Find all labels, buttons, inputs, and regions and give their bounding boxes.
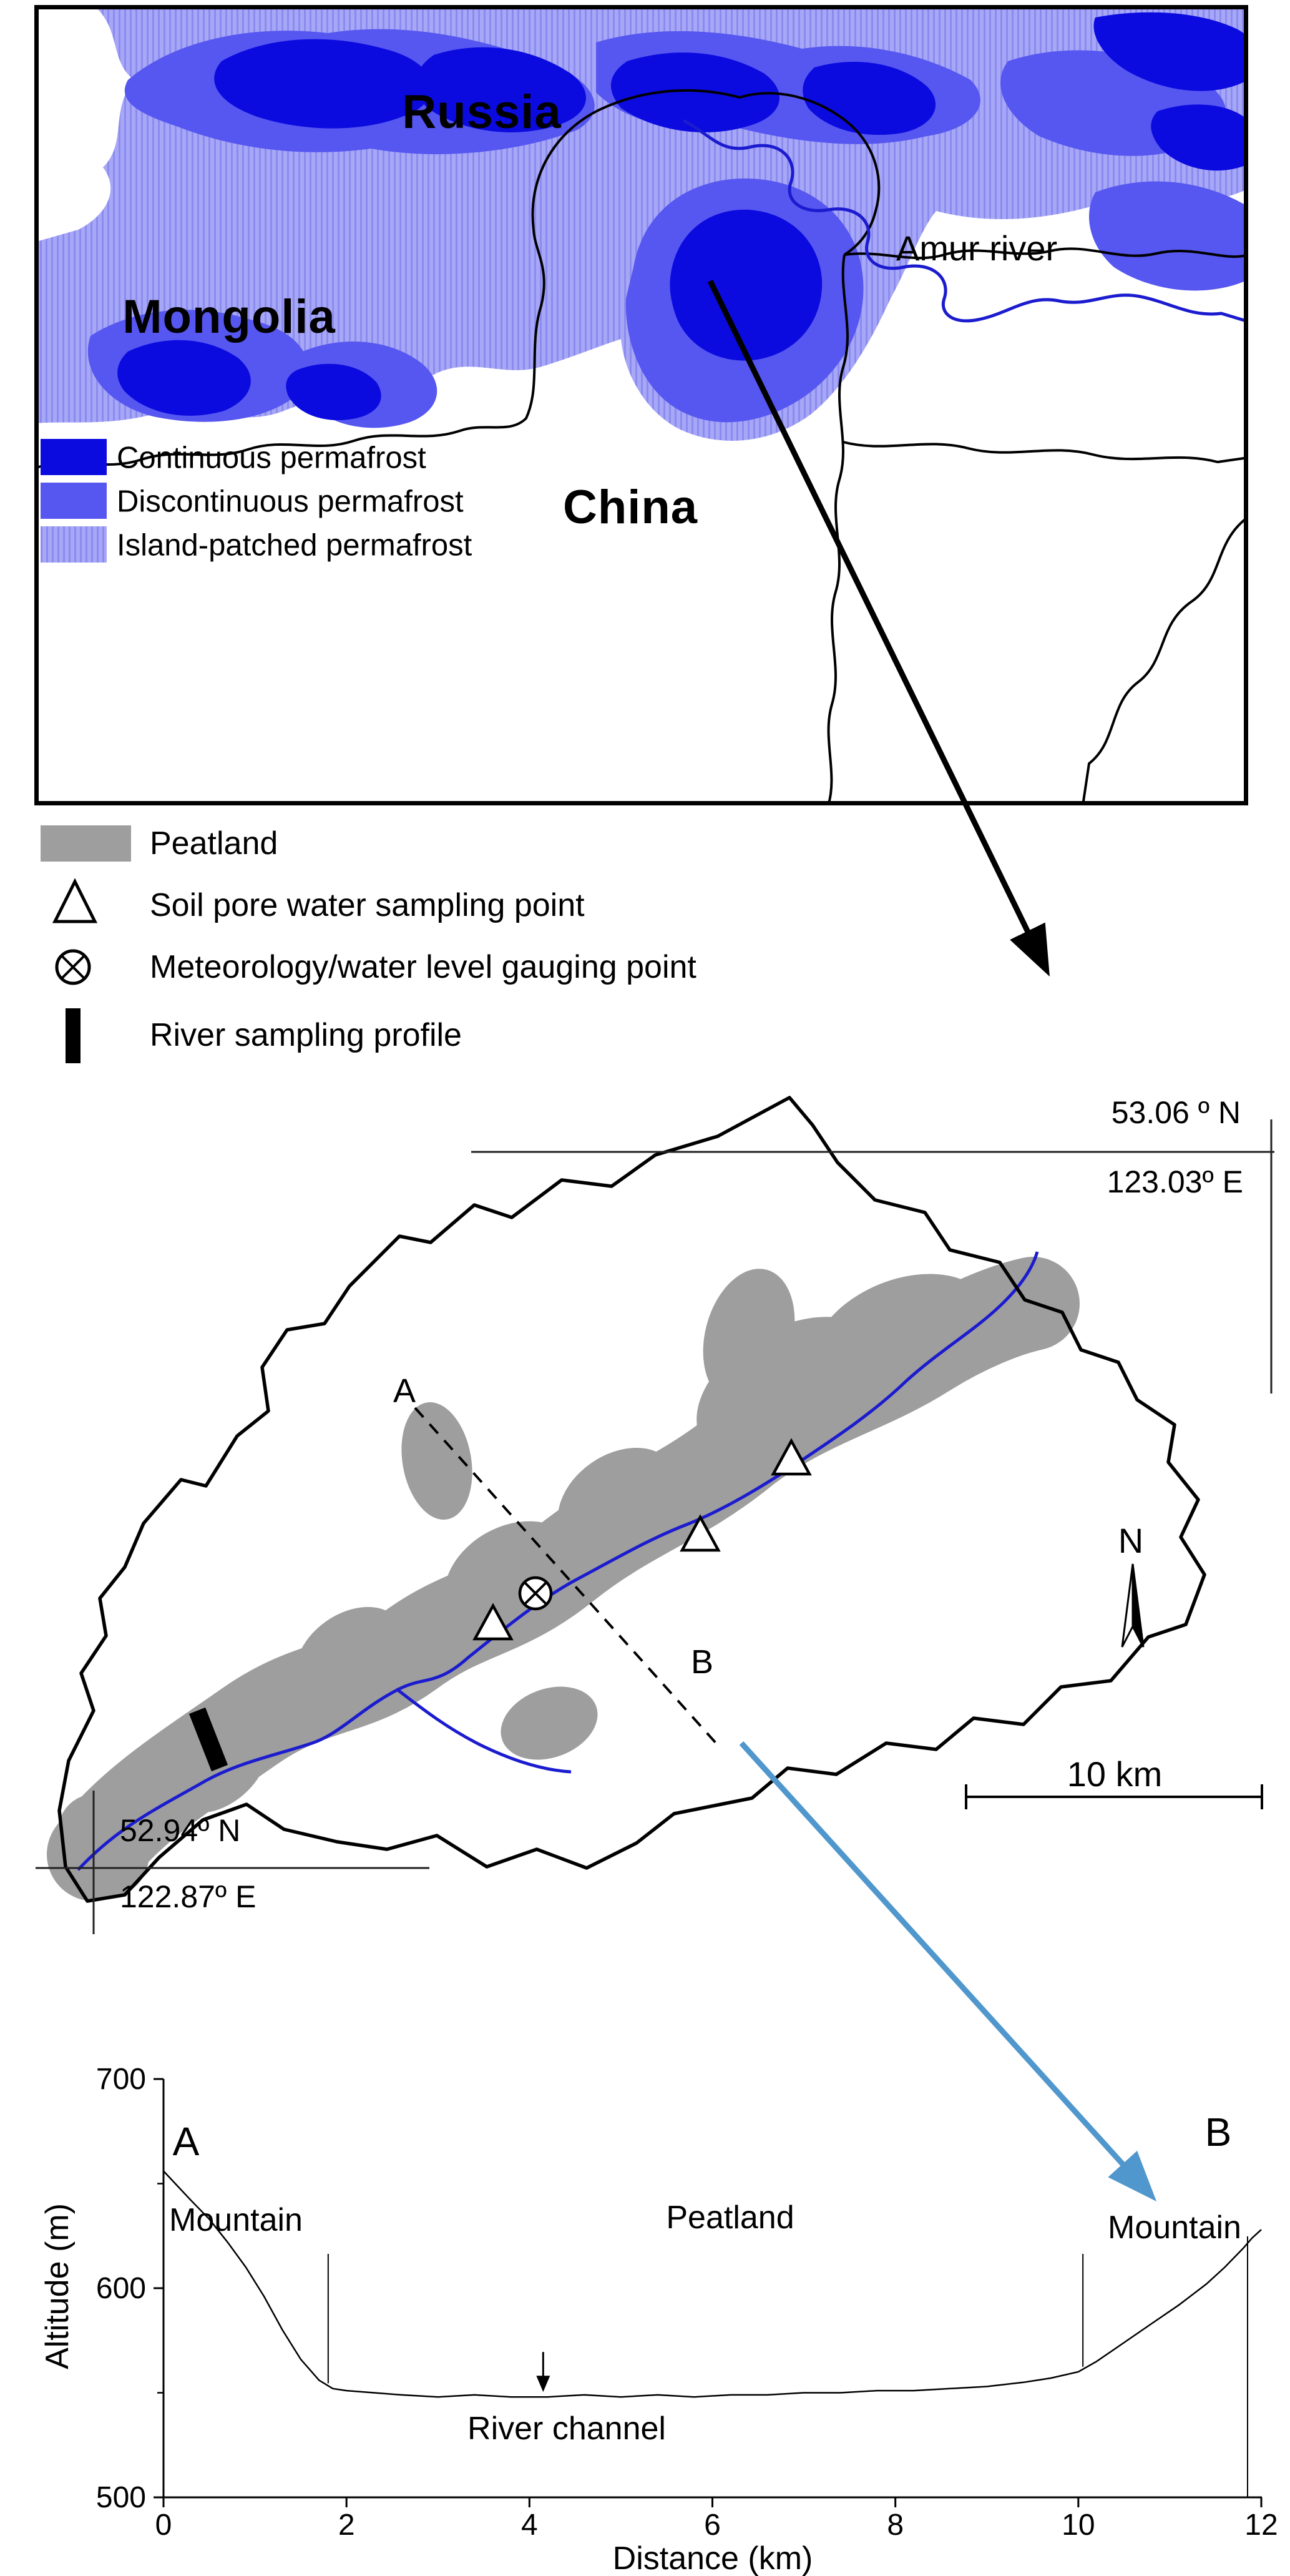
gauging-point-marker	[518, 1576, 553, 1611]
x-tick-label: 0	[155, 2509, 172, 2542]
legend-label-discontinuous: Discontinuous permafrost	[117, 484, 464, 519]
north-arrow	[1121, 1563, 1145, 1648]
watershed-map-canvas	[36, 1096, 1274, 1934]
amur-river-line	[682, 119, 1248, 323]
watershed-rivers	[77, 1251, 1039, 1871]
scale-bar-label: 10 km	[1067, 1754, 1163, 1794]
sampling-triangle-1	[472, 1603, 514, 1641]
river-profile-bar	[188, 1707, 228, 1772]
x-tick-label: 2	[338, 2509, 355, 2542]
triangle-symbol	[52, 878, 98, 923]
transect-b-label: B	[690, 1643, 714, 1681]
legend-label-continuous: Continuous permafrost	[117, 441, 426, 475]
profile-b-label: B	[1204, 2110, 1232, 2155]
mongolia-label: Mongolia	[122, 290, 336, 343]
permafrost-map-canvas	[34, 5, 1248, 805]
river-channel-arrow	[536, 2376, 550, 2392]
island-patched-permafrost-swatch	[41, 526, 107, 563]
longitude-top-label: 123.03º E	[1107, 1164, 1243, 1199]
peatland-label: Peatland	[666, 2200, 794, 2236]
map-white-corner	[34, 5, 134, 242]
site-legend-profile-label: River sampling profile	[150, 1017, 462, 1053]
profile-a-label: A	[172, 2119, 200, 2164]
mountain-right-label: Mountain	[1108, 2210, 1241, 2246]
transect-a-label: A	[393, 1372, 416, 1410]
peatland-swatch	[41, 825, 131, 862]
profile-bar-symbol	[66, 1008, 81, 1063]
russia-label: Russia	[402, 86, 562, 139]
x-tick-label: 6	[704, 2509, 721, 2542]
y-tick-label: 600	[96, 2272, 146, 2305]
mountain-left-label: Mountain	[169, 2202, 303, 2238]
latitude-top-label: 53.06 º N	[1111, 1095, 1241, 1130]
discontinuous-permafrost-swatch	[41, 483, 107, 519]
north-label: N	[1118, 1521, 1144, 1560]
continuous-permafrost-swatch	[41, 439, 107, 475]
peatland-area	[47, 1257, 1080, 1901]
x-tick-label: 10	[1062, 2509, 1095, 2542]
y-tick-label: 500	[96, 2481, 146, 2514]
river-channel-label: River channel	[467, 2411, 666, 2447]
tributary-river-line	[395, 1688, 572, 1774]
permafrost-map-panel: Russia Mongolia China Amur river Continu…	[34, 5, 1248, 805]
gauge-symbol	[55, 949, 91, 985]
sampling-triangle-markers	[472, 1438, 812, 1641]
x-axis-title: Distance (km)	[612, 2540, 813, 2576]
x-tick-label: 4	[521, 2509, 538, 2542]
x-tick-label: 8	[887, 2509, 904, 2542]
legend-label-island: Island-patched permafrost	[117, 528, 472, 563]
sampling-triangle-3	[771, 1438, 812, 1476]
site-legend-peatland-label: Peatland	[150, 825, 278, 862]
y-axis-title: Altitude (m)	[39, 2203, 76, 2369]
transect-dashed-line	[414, 1407, 719, 1746]
longitude-bottom-label: 122.87º E	[120, 1879, 257, 1914]
main-river-line	[77, 1251, 1039, 1871]
catchment-outline	[57, 1096, 1206, 1903]
white-river-ribbon	[56, 38, 110, 211]
latitude-bottom-label: 52.94º N	[120, 1813, 241, 1848]
elevation-profile-line	[163, 2170, 1262, 2398]
graticule-lines	[36, 1119, 1274, 1934]
site-legend-gauge-label: Meteorology/water level gauging point	[150, 949, 696, 985]
sampling-triangle-2	[680, 1514, 721, 1552]
site-legend-soil-pore-label: Soil pore water sampling point	[150, 887, 585, 923]
amur-river-label: Amur river	[896, 229, 1058, 268]
site-legend-symbols	[41, 825, 131, 1063]
x-tick-label: 12	[1244, 2509, 1278, 2542]
elevation-profile-chart: 0 2 4 6 8 10 12 500 600 700	[96, 2063, 1278, 2542]
china-label: China	[562, 481, 698, 534]
y-tick-label: 700	[96, 2063, 146, 2096]
